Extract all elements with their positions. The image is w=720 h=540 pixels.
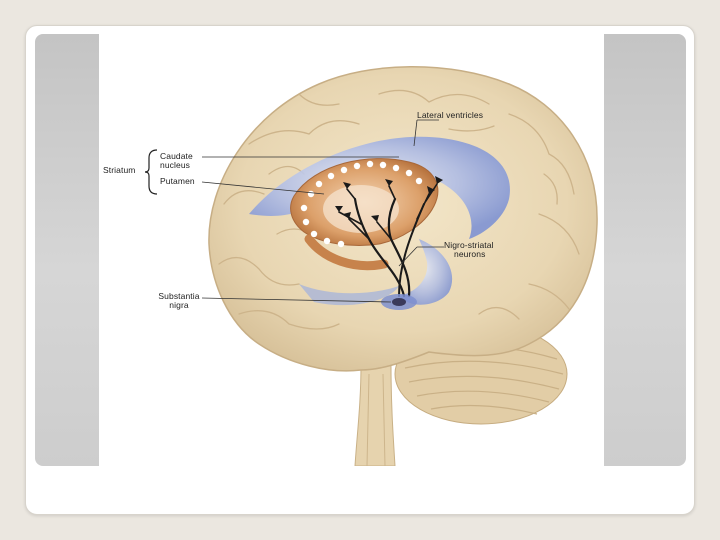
brain-illustration: Striatum Caudate nucleus Putamen Lateral… xyxy=(99,34,604,466)
label-striatum: Striatum xyxy=(103,165,135,175)
label-substantia-line2: nigra xyxy=(155,300,203,310)
label-lateral-ventricles: Lateral ventricles xyxy=(417,110,483,120)
left-gray-band xyxy=(35,34,99,466)
label-putamen: Putamen xyxy=(160,176,195,186)
right-gray-band xyxy=(604,34,686,466)
label-nigro-striatal-line2: neurons xyxy=(454,249,485,259)
label-caudate-line2: nucleus xyxy=(160,160,190,170)
brain-drawing xyxy=(99,34,604,466)
brainstem xyxy=(355,364,395,466)
